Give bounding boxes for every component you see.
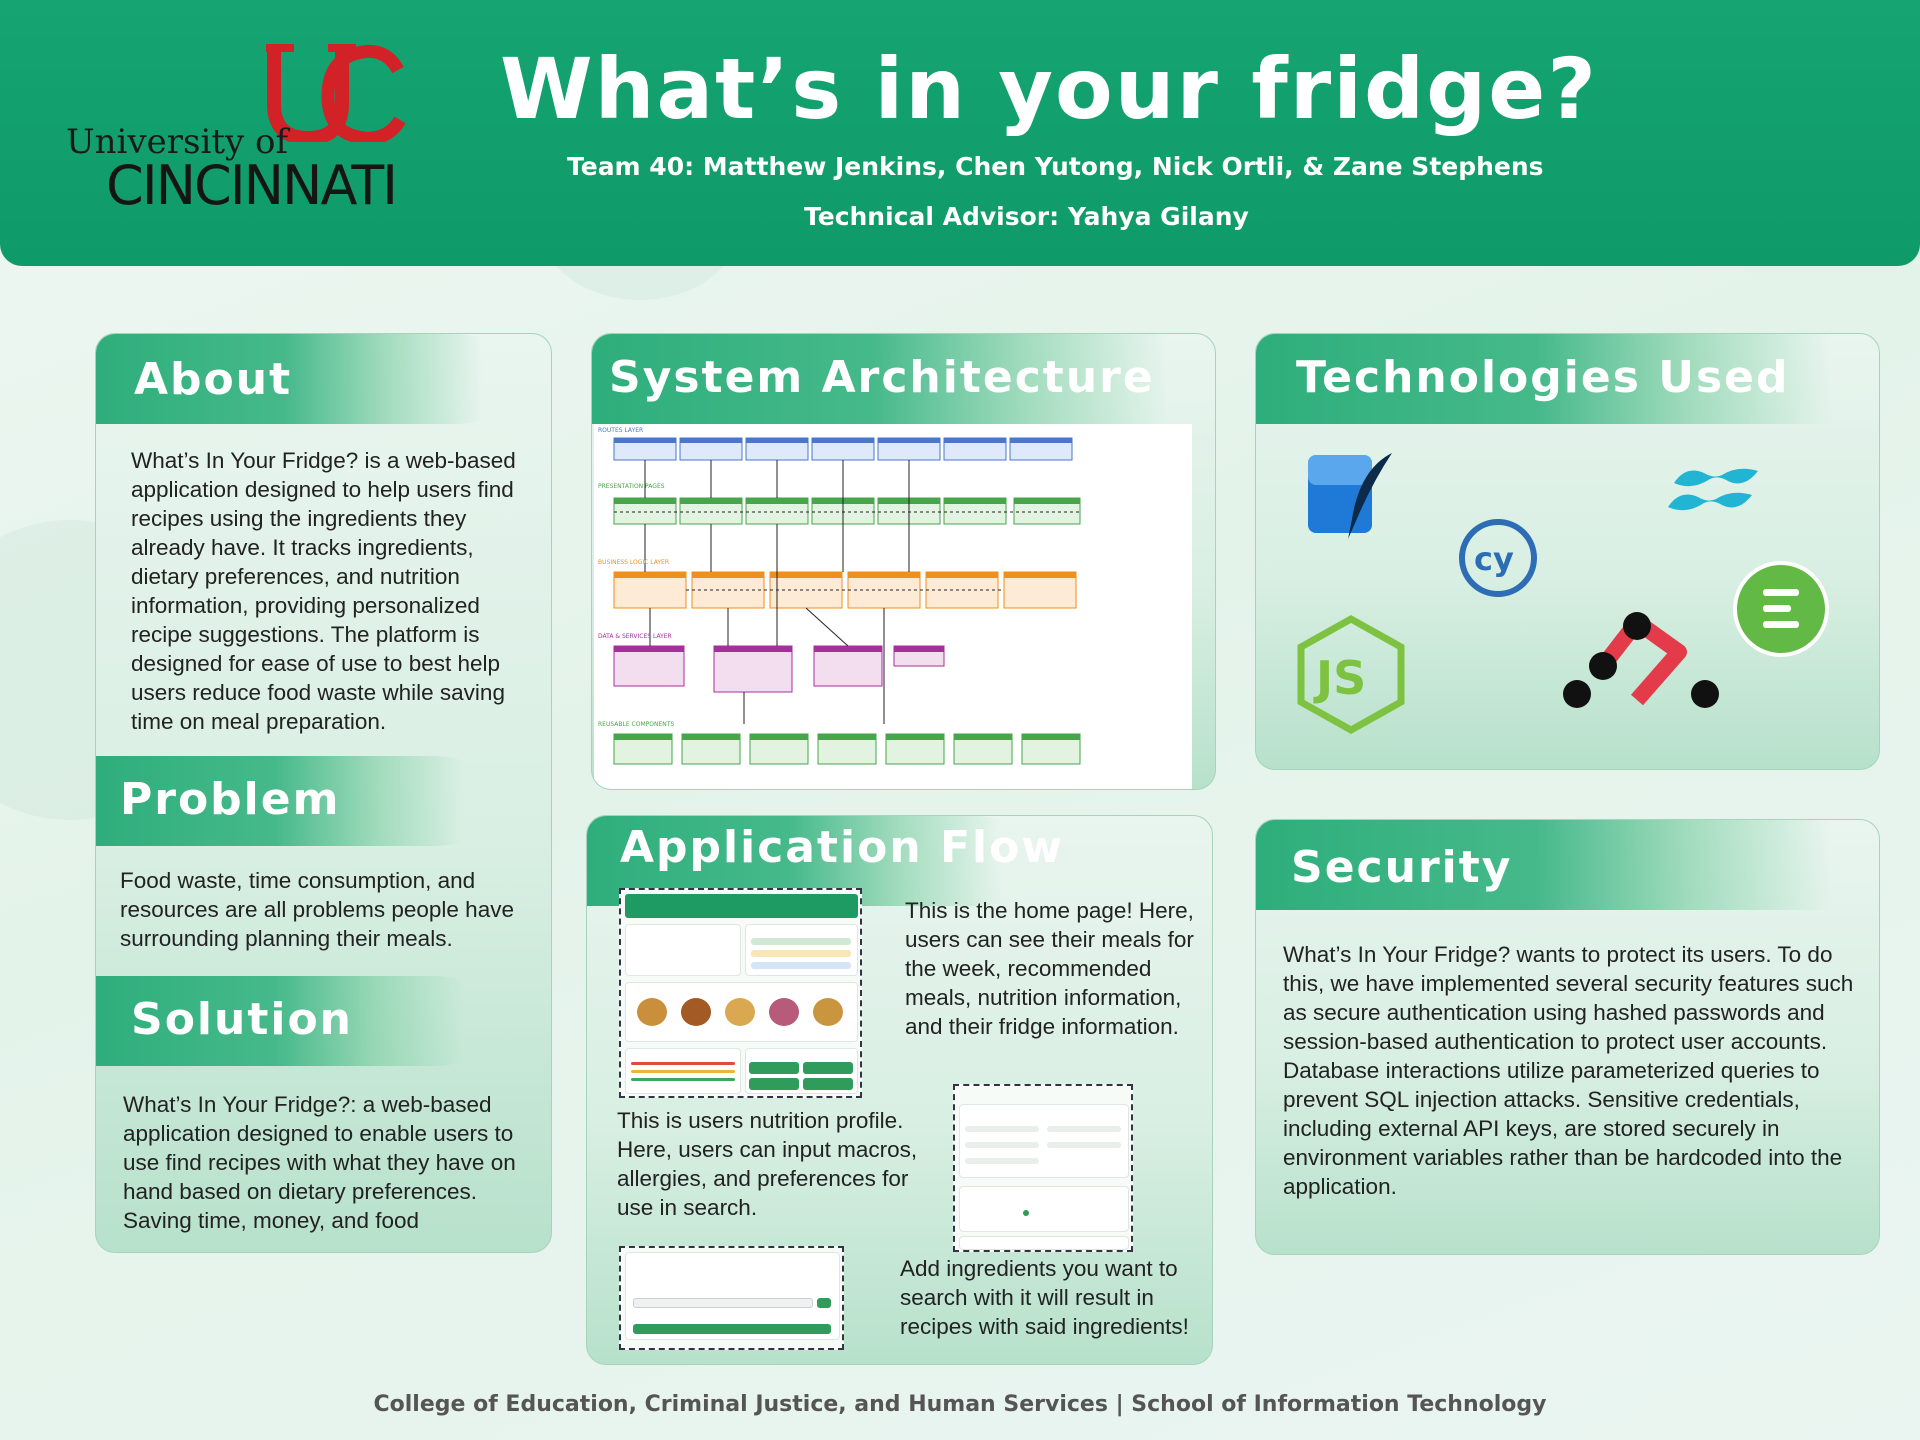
architecture-heading-band: [592, 334, 1215, 424]
my-fridge-card: [625, 924, 741, 976]
problem-heading-band: [96, 756, 496, 846]
solution-text: What’s In Your Fridge?: a web-based appl…: [123, 1092, 516, 1233]
svg-text:cy: cy: [1474, 540, 1514, 578]
about-heading-band: [96, 334, 516, 424]
architecture-panel: System Architecture: [591, 333, 1216, 790]
technologies-panel: Technologies Used cy JS: [1255, 333, 1880, 770]
spoonacular-icon: [1563, 612, 1719, 708]
svg-text:REUSABLE COMPONENTS: REUSABLE COMPONENTS: [598, 721, 674, 728]
poster-header: University of CINCINNATI What’s in your …: [0, 0, 1920, 266]
problem-text: Food waste, time consumption, and resour…: [120, 868, 514, 951]
logo-cincinnati-text: CINCINNATI: [106, 154, 398, 217]
svg-text:ROUTES LAYER: ROUTES LAYER: [598, 427, 643, 434]
express-icon: [1733, 561, 1829, 657]
recipe-search-caption: Add ingredients you want to search with …: [900, 1256, 1189, 1339]
nodejs-icon: JS: [1297, 614, 1405, 734]
security-text: What’s In Your Fridge? wants to protect …: [1283, 942, 1854, 1199]
nutrition-profile-screenshot: [953, 1084, 1133, 1252]
solution-heading: Solution: [131, 994, 353, 1045]
team-members: Team 40: Matthew Jenkins, Chen Yutong, N…: [567, 152, 1544, 181]
routes-layer: [613, 437, 1073, 461]
security-panel: Security What’s In Your Fridge? wants to…: [1255, 819, 1880, 1255]
dietary-preferences-card: [959, 1236, 1129, 1250]
recipe-search-screenshot: [619, 1246, 844, 1350]
security-heading: Security: [1291, 842, 1513, 893]
welcome-banner: [625, 894, 858, 918]
flow-heading: Application Flow: [620, 822, 1064, 873]
about-heading: About: [134, 354, 293, 405]
home-page-caption: This is the home page! Here, users can s…: [905, 898, 1194, 1039]
nutrition-profile-caption: This is users nutrition profile. Here, u…: [617, 1108, 918, 1220]
technologies-heading-band: [1256, 334, 1879, 424]
architecture-diagram-svg: ROUTES LAYER PRESENTATION PAGES BUSINESS…: [598, 427, 1081, 765]
application-flow-panel: Application Flow This is the home page! …: [586, 815, 1213, 1365]
university-logo: University of CINCINNATI: [66, 42, 446, 222]
technologies-heading: Technologies Used: [1296, 352, 1790, 403]
about-text: What’s In Your Fridge? is a web-based ap…: [131, 448, 516, 734]
tailwind-icon: [1668, 468, 1758, 511]
solution-heading-band: [96, 976, 496, 1066]
diagram-connectors: [614, 460, 1080, 724]
left-column-panel: About What’s In Your Fridge? is a web-ba…: [95, 333, 552, 1253]
svg-text:BUSINESS LOGIC LAYER: BUSINESS LOGIC LAYER: [598, 559, 669, 566]
poster-footer: College of Education, Criminal Justice, …: [373, 1392, 1547, 1417]
sqlite-icon: [1308, 453, 1392, 539]
svg-text:PRESENTATION PAGES: PRESENTATION PAGES: [598, 483, 665, 490]
uc-logo-mark-icon: [266, 44, 406, 142]
technical-advisor: Technical Advisor: Yahya Gilany: [804, 202, 1249, 231]
allergies-card: [959, 1186, 1129, 1232]
home-page-screenshot: [619, 888, 862, 1098]
logo-university-text: University of: [66, 122, 289, 162]
cypress-icon: cy: [1459, 519, 1537, 597]
svg-text:JS: JS: [1313, 651, 1366, 705]
data-services-layer: [613, 645, 945, 693]
security-heading-band: [1256, 820, 1879, 910]
poster-title: What’s in your fridge?: [500, 40, 1598, 138]
svg-text:DATA & SERVICES LAYER: DATA & SERVICES LAYER: [598, 633, 672, 640]
architecture-heading: System Architecture: [609, 352, 1155, 403]
architecture-diagram: ROUTES LAYER PRESENTATION PAGES BUSINESS…: [594, 424, 1192, 789]
daily-goals-card: [959, 1104, 1129, 1178]
problem-heading: Problem: [120, 774, 341, 825]
